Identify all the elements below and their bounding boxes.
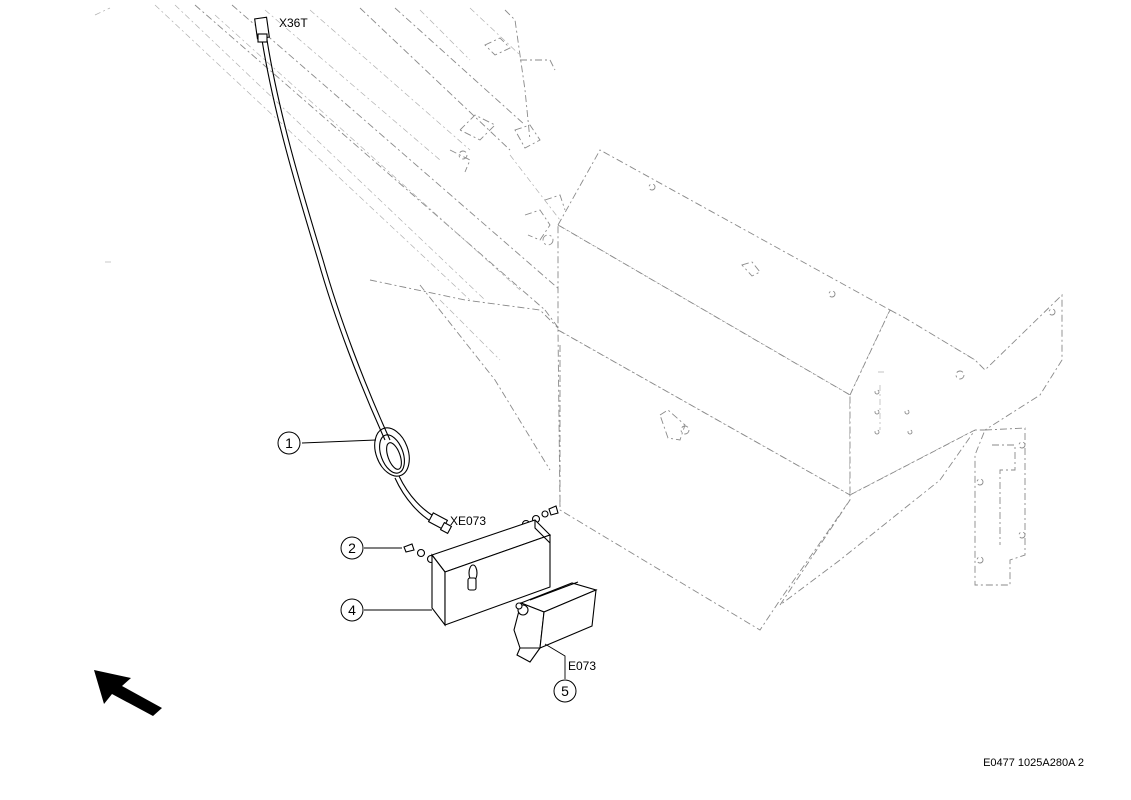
callout-balloon-4: 4 (340, 598, 364, 622)
connector-x36t (254, 16, 270, 43)
machine-structure (94, 4, 1063, 631)
callout-balloon-2: 2 (340, 536, 364, 560)
callout-number: 4 (348, 602, 356, 618)
cable-harness (254, 16, 453, 535)
callout-number: 5 (561, 683, 569, 699)
label-xe073: XE073 (450, 514, 486, 528)
cable-coil (374, 427, 410, 477)
screw-left (403, 543, 436, 564)
callout-number: 2 (348, 540, 356, 556)
work-lamp (513, 581, 598, 663)
mounting-bracket (431, 519, 552, 627)
label-e073: E073 (568, 659, 596, 673)
callout-balloon-1: 1 (277, 431, 301, 455)
callout-number: 1 (285, 435, 293, 451)
direction-arrow-icon (94, 670, 162, 716)
callout-balloon-5: 5 (553, 679, 577, 703)
label-x36t: X36T (279, 16, 308, 30)
callouts: 1 2 4 5 (277, 431, 577, 703)
figure-reference: E0477 1025A280A 2 (983, 757, 1084, 769)
connector-xe073 (427, 512, 453, 535)
